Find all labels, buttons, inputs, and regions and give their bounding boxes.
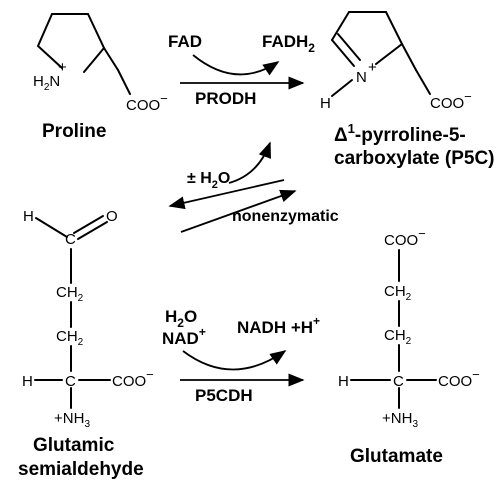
proline-name: Proline (42, 121, 106, 142)
gsa-c-alpha: C (65, 373, 76, 390)
forward-arrow (180, 189, 297, 233)
nad-label: NAD+ (162, 325, 206, 348)
proline-carboxyl-bond-b (117, 69, 131, 95)
p5c-carboxylate: COO− (430, 89, 472, 112)
p5c-nh-bond (331, 79, 353, 97)
glutamate-h-alpha: H (338, 373, 349, 390)
gsa-ch2-b: CH2 (56, 328, 84, 348)
nad-curved-arrow (182, 350, 287, 371)
p5c-carboxyl-bond-a (401, 43, 417, 71)
proline-structure: H2N + COO− Proline (33, 13, 168, 142)
gsa-name-line2: semialdehyde (18, 459, 144, 480)
glutamate-name: Glutamate (350, 446, 443, 467)
reverse-arrow (168, 179, 285, 210)
proline-ring-bonds (36, 13, 106, 73)
gsa-h-top: H (23, 208, 34, 225)
prodh-reaction: FAD FADH2 PRODH (168, 32, 315, 108)
gsa-nh3: +NH3 (54, 410, 90, 430)
water-curved-arrow (228, 141, 271, 184)
gsa-carboxylate: COO− (112, 367, 154, 390)
gsa-o: O (106, 208, 118, 225)
p5cdh-reaction: H2O NAD+ NADH +H+ P5CDH (162, 307, 320, 405)
nonenzymatic-label: nonenzymatic (232, 208, 339, 225)
proline-carboxyl-bond-a (103, 47, 119, 71)
glutamate-c-alpha: C (393, 373, 404, 390)
p5c-n-charge: + (368, 59, 377, 76)
p5c-carboxyl-bond-b (415, 69, 431, 95)
p5c-h: H (320, 95, 331, 112)
glutamate-structure: COO− CH2 CH2 H C COO− +NH3 Glutamate (338, 226, 480, 467)
prodh-label: PRODH (195, 89, 256, 108)
proline-carboxylate: COO− (126, 91, 168, 114)
proline-amine-charge: + (58, 59, 67, 76)
gsa-c-top: C (65, 231, 76, 248)
p5c-n: N (356, 69, 367, 86)
glutamate-coo-top: COO− (384, 226, 426, 249)
gsa-co-bond-a (73, 215, 104, 234)
water-label: ± H2O (187, 170, 230, 191)
glutamate-ch2-b: CH2 (384, 327, 412, 347)
gsa-h-bond (35, 217, 68, 238)
p5c-structure: H N + COO− Δ1-pyrroline-5- carboxylate (… (320, 11, 495, 169)
p5cdh-label: P5CDH (195, 386, 253, 405)
gsa-structure: H O C CH2 CH2 H C COO− +NH3 Glutamic sem… (18, 208, 154, 480)
p5c-double-bond-a (331, 39, 355, 67)
glutamate-nh3: +NH3 (382, 410, 418, 430)
glutamate-carboxylate: COO− (438, 367, 480, 390)
p5c-name-line1: Δ1-pyrroline-5- (334, 121, 466, 146)
nadh-label: NADH +H+ (237, 314, 320, 337)
gsa-co-bond-b (77, 221, 108, 240)
glutamate-ch2-a: CH2 (384, 283, 412, 303)
nonenzymatic-reaction: ± H2O nonenzymatic (168, 141, 339, 233)
p5c-name-line2: carboxylate (P5C) (334, 148, 495, 169)
gsa-name-line1: Glutamic (33, 435, 115, 456)
p5c-ring-bonds (331, 11, 404, 65)
fad-curved-arrow (192, 54, 280, 76)
h2o-label: H2O (165, 307, 197, 330)
gsa-h-alpha: H (22, 373, 33, 390)
p5c-double-bond-b (337, 33, 361, 61)
fad-label: FAD (168, 32, 202, 51)
gsa-ch2-a: CH2 (56, 284, 84, 304)
fadh2-label: FADH2 (262, 32, 315, 55)
proline-amine: H2N (33, 73, 60, 93)
